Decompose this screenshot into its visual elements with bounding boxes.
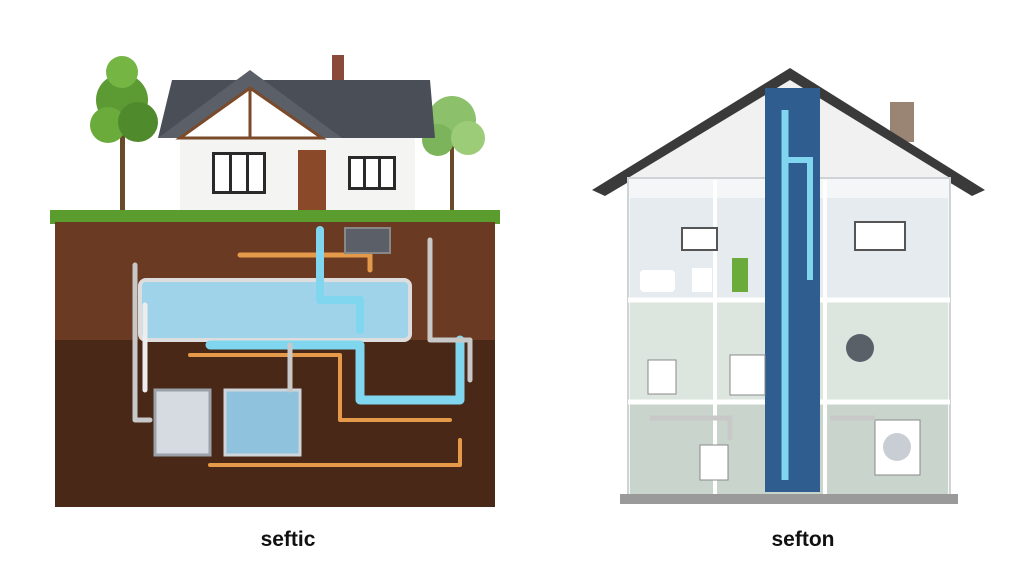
dryer-icon: [699, 444, 729, 481]
filter-tank-icon: [153, 388, 212, 457]
cabinet-icon: [854, 221, 906, 251]
distribution-box-icon: [344, 227, 391, 254]
house-icon: [158, 55, 435, 213]
toilet-icon: [692, 268, 712, 292]
septic-cutaway-icon: [50, 55, 500, 507]
soil-stack-icon: [765, 88, 820, 492]
mirror-icon: [681, 227, 718, 251]
grass-strip: [50, 210, 500, 224]
pump-tank-icon: [223, 388, 302, 457]
caption-septic: seftic: [260, 528, 316, 551]
house-cutaway-icon: [592, 68, 985, 504]
plant-icon: [732, 258, 748, 292]
foundation: [620, 494, 958, 504]
tree-left-icon: [90, 56, 158, 215]
house-plumbing-illustration: [580, 0, 1000, 575]
bathtub-icon: [640, 270, 675, 292]
round-mirror-icon: [846, 334, 874, 362]
dishwasher-icon: [647, 359, 677, 395]
septic-illustration: [40, 0, 510, 575]
tree-right-icon: [422, 96, 485, 215]
kitchen-appliance-icon: [729, 354, 766, 396]
septic-tank-icon: [138, 278, 412, 342]
pipe-network: [132, 226, 473, 467]
caption-sefton: sefton: [771, 528, 835, 551]
